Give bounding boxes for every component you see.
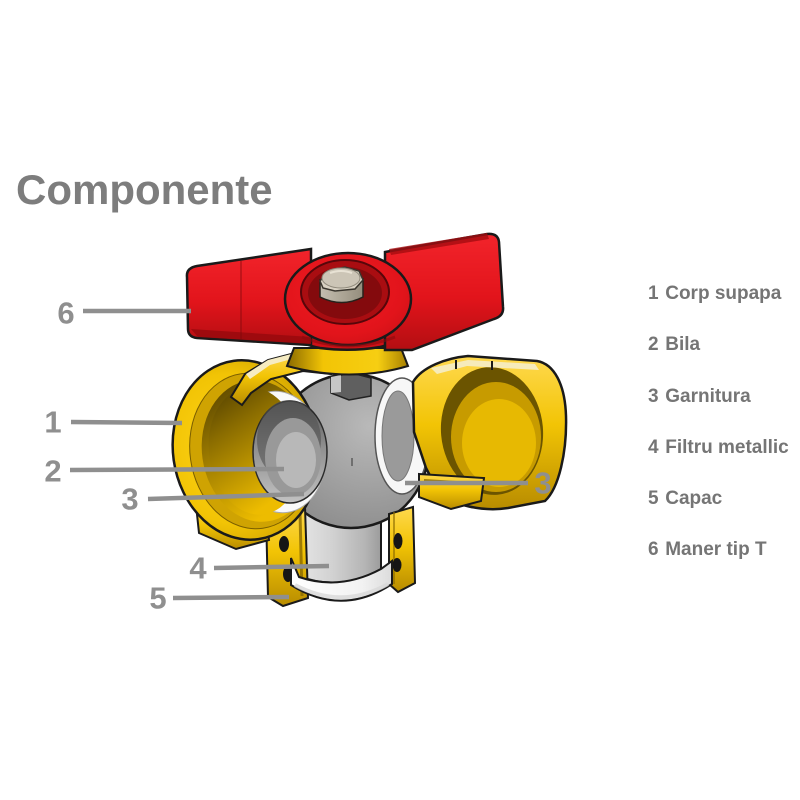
legend-label: Filtru metallic bbox=[665, 437, 789, 458]
legend-item-garnitura: 3 Garnitura bbox=[648, 386, 751, 408]
right-port-inner-highlight bbox=[462, 399, 536, 487]
leader-lines bbox=[69, 308, 528, 601]
gasket-right-hole bbox=[381, 390, 415, 482]
callout-1-body: 1 bbox=[44, 404, 62, 440]
legend-item-maner: 6 Maner tip T bbox=[648, 539, 767, 561]
leader-2 bbox=[69, 466, 285, 473]
cap-band bbox=[290, 557, 393, 602]
legend-label: Garnitura bbox=[665, 386, 751, 407]
legend-number: 4 bbox=[648, 437, 659, 458]
legend-number: 5 bbox=[648, 488, 659, 509]
right-port-top-face bbox=[431, 360, 539, 374]
callout-2-ball: 2 bbox=[44, 453, 62, 489]
right-port-step bbox=[418, 472, 486, 511]
callout-3-gasket-left: 3 bbox=[121, 481, 139, 517]
legend-item-corp-supapa: 1 Corp supapa bbox=[648, 283, 781, 305]
stem-nut-highlight bbox=[329, 270, 353, 274]
leader-1 bbox=[70, 419, 183, 426]
stem-collar bbox=[285, 347, 410, 376]
legend-label: Corp supapa bbox=[665, 283, 782, 304]
ball-slot-bevel bbox=[331, 375, 341, 393]
cap-shade bbox=[294, 582, 389, 600]
legend-label: Maner tip T bbox=[665, 539, 767, 560]
legend-item-bila: 2 Bila bbox=[648, 334, 700, 356]
o-ring-left-1 bbox=[279, 536, 289, 552]
cap bbox=[290, 557, 393, 602]
page-title: Componente bbox=[16, 166, 273, 213]
handle-right-arm-top bbox=[389, 233, 489, 255]
legend-label: Bila bbox=[665, 334, 701, 355]
legend-number: 2 bbox=[648, 334, 659, 355]
legend-number: 1 bbox=[648, 283, 659, 304]
t-handle bbox=[185, 232, 505, 352]
callout-5-cap: 5 bbox=[149, 580, 167, 616]
leader-3-left bbox=[147, 491, 305, 502]
bore-deep bbox=[276, 432, 316, 488]
legend-number: 6 bbox=[648, 539, 659, 560]
right-port-notches bbox=[455, 360, 493, 370]
handle-left-arm bbox=[185, 247, 313, 347]
legend-number: 3 bbox=[648, 386, 659, 407]
hub-bottom-shadow bbox=[301, 335, 396, 348]
handle-left-arm-shadow bbox=[191, 329, 311, 344]
body-right-port bbox=[411, 354, 568, 511]
legend-item-filtru: 4 Filtru metallic bbox=[648, 437, 789, 459]
handle-right-arm bbox=[383, 232, 505, 352]
o-ring-right-2 bbox=[392, 558, 402, 572]
callout-3-gasket-right: 3 bbox=[534, 465, 552, 501]
callout-4-filter: 4 bbox=[189, 550, 207, 586]
leader-4 bbox=[213, 563, 330, 571]
legend-label: Capac bbox=[665, 488, 723, 509]
legend-item-capac: 5 Capac bbox=[648, 488, 722, 510]
leader-5 bbox=[172, 594, 290, 601]
callout-6-handle: 6 bbox=[57, 295, 75, 331]
o-ring-right-1 bbox=[393, 533, 403, 549]
